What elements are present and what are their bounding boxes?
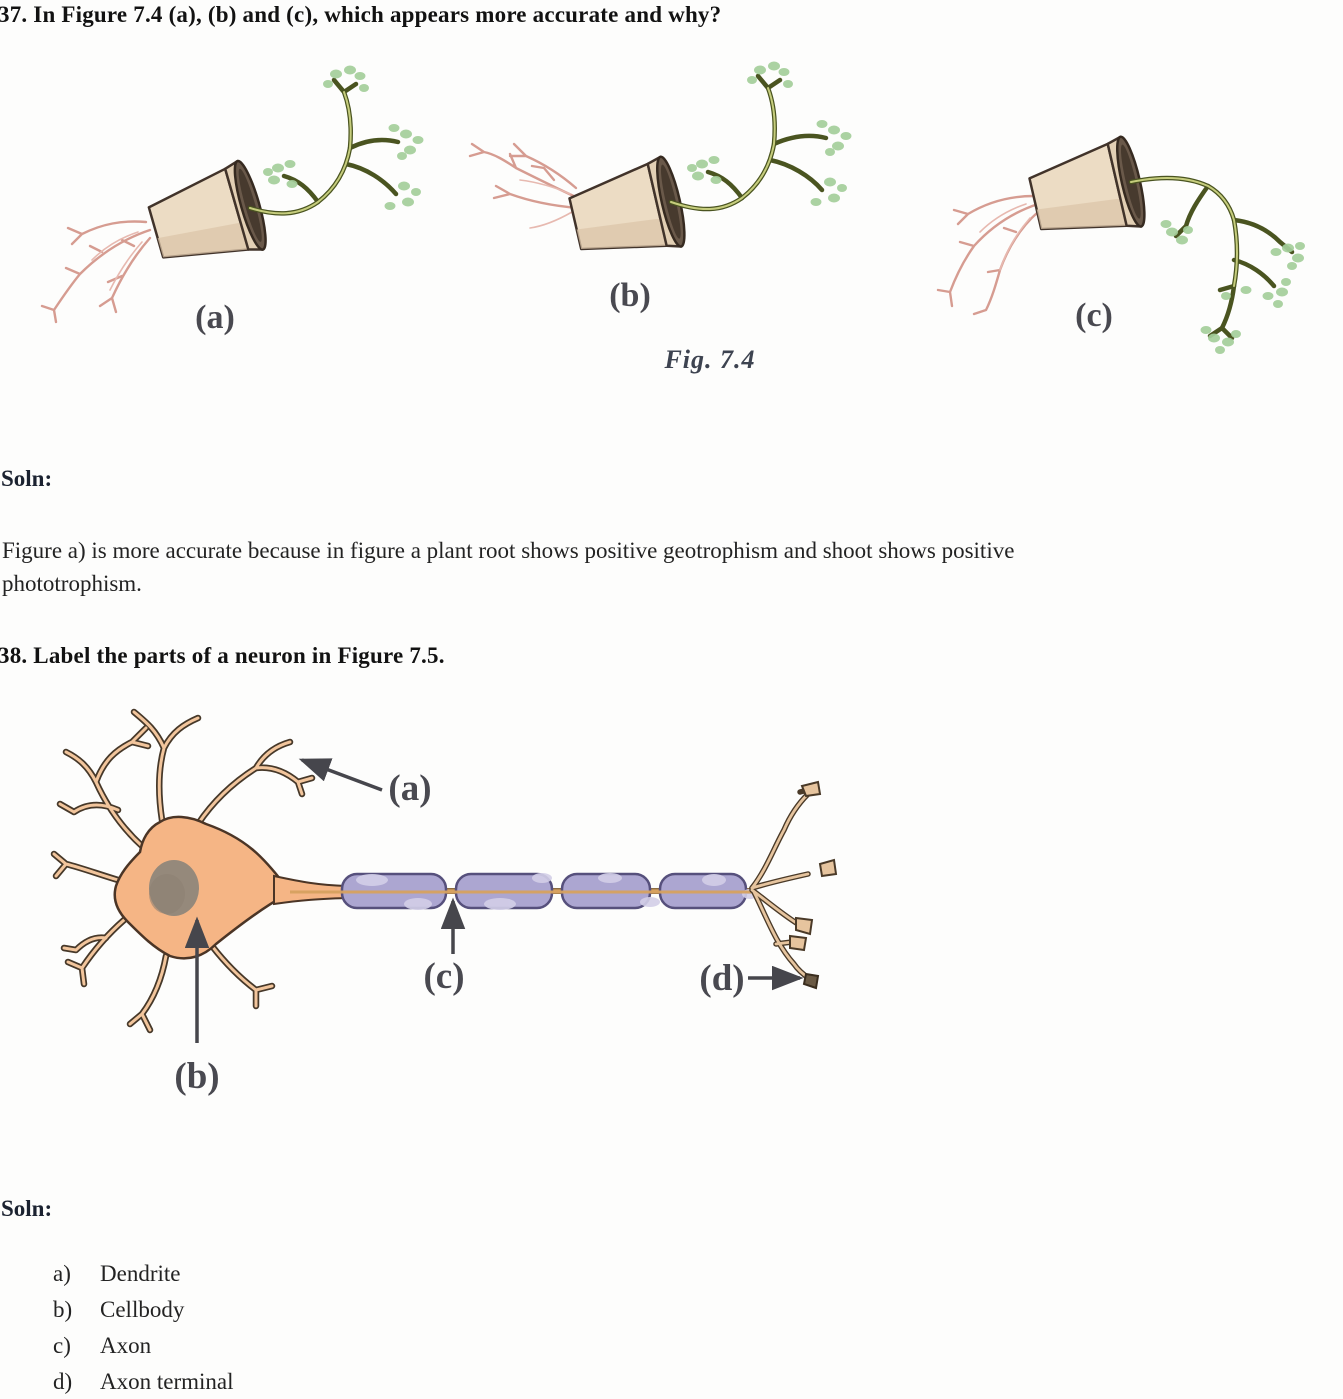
- figure-label-b: (b): [609, 277, 651, 314]
- cell-body: [113, 815, 347, 960]
- answer-item-b: b) Cellbody: [0, 1292, 234, 1328]
- question-37-heading: 37. In Figure 7.4 (a), (b) and (c), whic…: [0, 2, 722, 27]
- figure-7-4-pot-c: (c): [920, 100, 1340, 380]
- figure-label-a: (a): [195, 299, 235, 336]
- question-38-heading: 38. Label the parts of a neuron in Figur…: [0, 643, 445, 668]
- answer-line-1: Figure a) is more accurate because in fi…: [2, 538, 1015, 563]
- roots-downward: [936, 194, 1040, 316]
- soln-38-label: Soln:: [1, 1196, 53, 1221]
- figure-7-4-pot-a: (a): [30, 60, 450, 340]
- answer-letter: d): [53, 1369, 73, 1394]
- answer-text: Cellbody: [100, 1297, 185, 1322]
- flower-pot: [147, 159, 267, 259]
- roots-horizontal: [468, 142, 580, 229]
- answer-letter: b): [53, 1297, 73, 1322]
- answer-text: Axon terminal: [100, 1369, 234, 1394]
- neuron-label-a: (a): [388, 768, 431, 809]
- plant-pot-b-illustration: (b): [468, 61, 852, 314]
- leaves: [687, 61, 852, 206]
- answer-letter: a): [53, 1261, 71, 1286]
- leaves: [1160, 220, 1305, 354]
- leaves: [263, 65, 424, 210]
- shoot-drooping: [1128, 175, 1305, 354]
- answer-item-d: d) Axon terminal: [0, 1364, 234, 1399]
- plant-pot-a-illustration: (a): [40, 65, 424, 336]
- soln-38-answers: a) Dendrite b) Cellbody c) Axon d) Axon term…: [0, 1256, 234, 1399]
- figure-label-c: (c): [1075, 297, 1113, 334]
- neuron-label-b: (b): [174, 1056, 219, 1097]
- myelin-sheath: [290, 872, 758, 910]
- answer-text: Dendrite: [100, 1261, 181, 1286]
- shoot-upward: [247, 65, 424, 216]
- figure-7-5-neuron: (a) (b) (c) (d): [50, 698, 850, 1118]
- dendrites-inner: [52, 710, 314, 1032]
- figure-7-4-caption: Fig. 7.4: [664, 345, 756, 374]
- flower-pot: [1028, 135, 1146, 231]
- shoot-upward: [668, 61, 852, 212]
- answer-item-a: a) Dendrite: [0, 1256, 234, 1292]
- answer-line-2: phototrophism.: [2, 571, 142, 596]
- neuron-label-c: (c): [423, 956, 464, 997]
- soln-37-label: Soln:: [1, 466, 53, 491]
- flower-pot: [568, 155, 686, 251]
- plant-pot-c-illustration: (c): [936, 135, 1305, 354]
- neuron-label-d: (d): [699, 958, 744, 999]
- neuron-arrow-a: [298, 758, 383, 792]
- neuron-illustration: (a) (b) (c) (d): [50, 708, 838, 1097]
- figure-7-4-pot-b: (b): [460, 60, 880, 340]
- axon-terminals: [749, 780, 838, 990]
- answer-letter: c): [53, 1333, 71, 1358]
- answer-text: Axon: [100, 1333, 152, 1358]
- soln-37-answer: Figure a) is more accurate because in fi…: [2, 534, 1343, 600]
- answer-item-c: c) Axon: [0, 1328, 234, 1364]
- roots-downward: [40, 220, 152, 324]
